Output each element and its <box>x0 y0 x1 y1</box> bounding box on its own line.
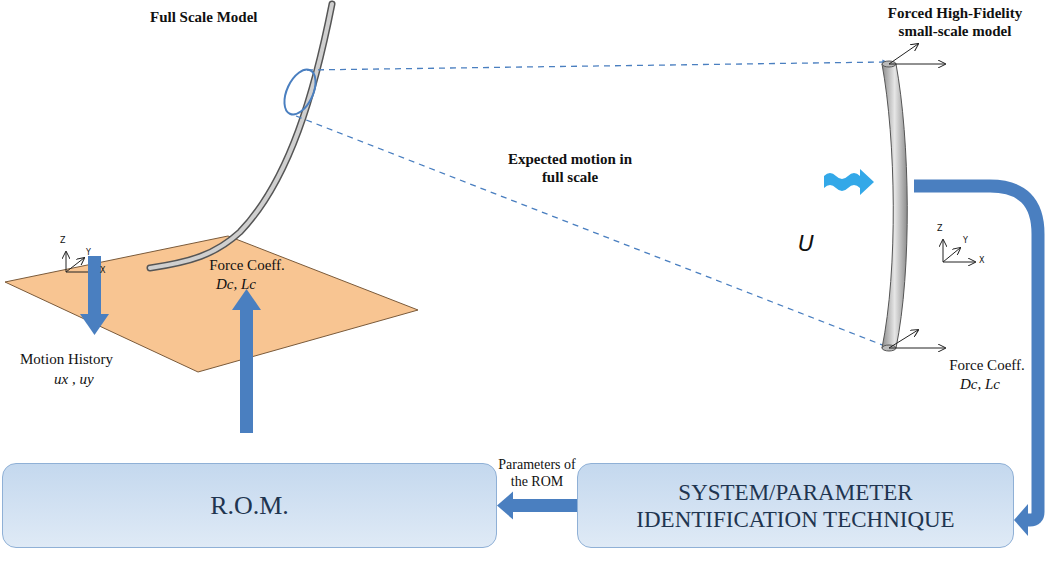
annotation: Force Coeff. <box>948 356 1026 374</box>
annotation: Motion History <box>20 350 113 368</box>
projection-line <box>296 116 885 346</box>
axis-label: Z <box>937 224 942 234</box>
motion-symbols: ux , uy <box>54 370 94 388</box>
figure-heading: Forced High-Fidelity small-scale model <box>870 4 1040 40</box>
coefficient-symbols: Dc, Lc <box>216 275 256 293</box>
up-arrow <box>240 308 253 433</box>
axis-label: X <box>979 256 984 266</box>
riser-cable <box>150 4 332 268</box>
process-box: SYSTEM/PARAMETER IDENTIFICATION TECHNIQU… <box>577 463 1014 548</box>
zoom-ellipse <box>278 65 322 119</box>
coefficient-symbols: Dc, Lc <box>960 375 1000 393</box>
flow-symbol: U <box>798 232 814 256</box>
axis-label: X <box>100 266 105 276</box>
down-arrow <box>88 256 101 316</box>
box-text: SYSTEM/PARAMETER IDENTIFICATION TECHNIQU… <box>592 479 999 533</box>
axis-triad <box>943 240 975 262</box>
force-vectors <box>889 44 945 348</box>
flow-arrow <box>497 492 577 520</box>
axis-label: Y <box>86 248 91 258</box>
cylinder-model <box>882 64 907 348</box>
axis-label: Y <box>963 236 968 246</box>
projection-line <box>307 62 885 70</box>
seabed-plane <box>5 236 418 372</box>
annotation: Expected motion in full scale <box>500 150 640 186</box>
edge-label: Parameters of the ROM <box>498 456 576 490</box>
box-text: R.O.M. <box>210 491 289 521</box>
flow-arrow <box>824 169 874 195</box>
axis-label: Z <box>60 236 65 246</box>
process-box: R.O.M. <box>2 463 497 548</box>
annotation: Force Coeff. <box>208 256 286 274</box>
figure-heading: Full Scale Model <box>150 8 258 26</box>
